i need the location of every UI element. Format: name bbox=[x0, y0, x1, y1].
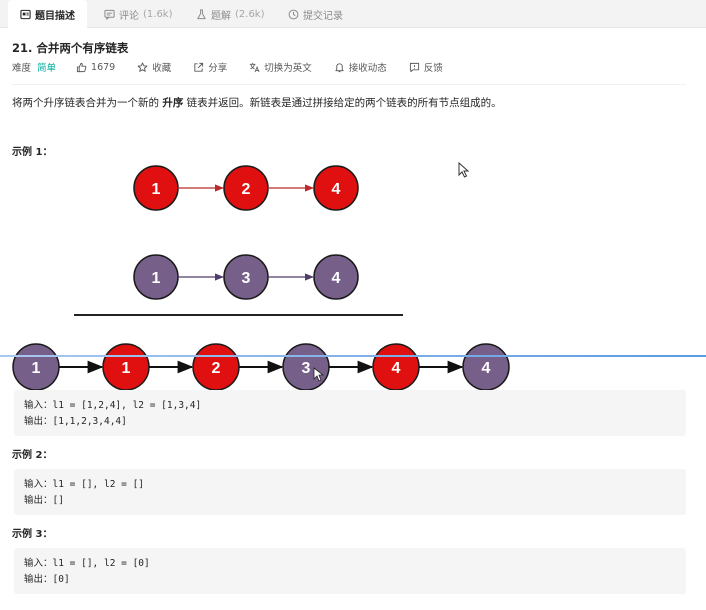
list2-node-2-circle bbox=[313, 254, 359, 300]
difficulty-label: 难度 bbox=[12, 63, 32, 74]
favorite-label: 收藏 bbox=[152, 63, 172, 74]
diagram-nodes: 1 2 4 1 3 4 1 1 2 3 4 4 bbox=[12, 165, 510, 391]
translate-icon bbox=[250, 62, 260, 72]
list2-node-1-label: 3 bbox=[242, 270, 251, 287]
header-divider bbox=[12, 84, 686, 85]
list1-node-2: 4 bbox=[313, 165, 359, 211]
list2-node-0-label: 1 bbox=[152, 270, 161, 287]
example-3-code: 输入：l1 = [], l2 = [0] 输出：[0] bbox=[14, 548, 686, 594]
tab-comments[interactable]: 评论 (1.6k) bbox=[104, 0, 173, 28]
thumbs-up-icon bbox=[76, 62, 87, 72]
problem-description: 将两个升序链表合并为一个新的 升序 链表并返回。新链表是通过拼接给定的两个链表的… bbox=[12, 95, 502, 110]
feedback-label: 反馈 bbox=[423, 63, 443, 74]
tab-submissions-label: 提交记录 bbox=[303, 10, 343, 22]
tab-solutions-count: (2.6k) bbox=[235, 8, 265, 20]
history-icon bbox=[288, 9, 299, 20]
merged-node-1-label: 1 bbox=[122, 360, 131, 377]
list1-node-0-label: 1 bbox=[152, 181, 161, 198]
merged-node-4: 4 bbox=[372, 343, 420, 391]
example-1-title: 示例 1： bbox=[12, 147, 53, 158]
merge-diagram: 1 2 4 1 3 4 1 1 2 3 4 4 bbox=[12, 165, 510, 391]
share-button[interactable]: 分享 bbox=[193, 60, 227, 74]
merged-node-3: 3 bbox=[282, 343, 330, 391]
flask-icon bbox=[196, 8, 207, 20]
merged-node-2-label: 2 bbox=[212, 360, 221, 377]
switch-language-button[interactable]: 切换为英文 bbox=[249, 60, 312, 74]
tab-description[interactable]: 题目描述 bbox=[8, 0, 87, 29]
like-button[interactable]: 1679 bbox=[76, 62, 115, 73]
list1-node-1-label: 2 bbox=[242, 181, 251, 198]
problem-meta: 难度 简单 1679 收藏 分享 切换为英文 接收动态 反馈 bbox=[12, 60, 465, 75]
example-2-code: 输入：l1 = [], l2 = [] 输出：[] bbox=[14, 469, 686, 515]
star-icon bbox=[137, 61, 148, 72]
merged-node-5-label: 4 bbox=[482, 360, 491, 377]
tab-comments-label: 评论 bbox=[119, 10, 139, 22]
tab-submissions[interactable]: 提交记录 bbox=[288, 0, 343, 28]
favorite-button[interactable]: 收藏 bbox=[137, 60, 171, 74]
example-3-output: 输出：[0] bbox=[24, 574, 70, 585]
example-2-output: 输出：[] bbox=[24, 495, 64, 506]
list2-node-1: 3 bbox=[223, 254, 269, 300]
tab-solutions[interactable]: 题解 (2.6k) bbox=[196, 0, 265, 28]
list2-node-2: 4 bbox=[313, 254, 359, 300]
list2-node-0: 1 bbox=[133, 254, 179, 300]
example-3-input: 输入：l1 = [], l2 = [0] bbox=[24, 558, 150, 569]
tab-comments-count: (1.6k) bbox=[143, 8, 173, 20]
feedback-button[interactable]: 反馈 bbox=[409, 60, 443, 74]
description-icon bbox=[20, 9, 31, 20]
example-2-input: 输入：l1 = [], l2 = [] bbox=[24, 479, 145, 490]
merged-node-3-label: 3 bbox=[302, 360, 311, 377]
merged-node-0: 1 bbox=[12, 343, 60, 391]
tab-solutions-label: 题解 bbox=[211, 10, 231, 22]
tab-bar: 题目描述 评论 (1.6k) 题解 (2.6k) 提交记录 bbox=[0, 0, 706, 29]
list1-node-0: 1 bbox=[133, 165, 179, 211]
blue-overlay-line bbox=[0, 355, 706, 357]
comment-icon bbox=[104, 9, 115, 20]
like-count: 1679 bbox=[91, 61, 116, 73]
list2-node-2-label: 4 bbox=[332, 270, 341, 287]
share-icon bbox=[194, 62, 204, 72]
difficulty-badge: 简单 bbox=[37, 63, 57, 74]
tab-description-label: 题目描述 bbox=[35, 11, 75, 22]
description-text-1: 将两个升序链表合并为一个新的 bbox=[12, 97, 163, 109]
example-1-code: 输入：l1 = [1,2,4], l2 = [1,3,4] 输出：[1,1,2,… bbox=[14, 390, 686, 436]
example-1-output: 输出：[1,1,2,3,4,4] bbox=[24, 416, 127, 427]
mouse-cursor-icon bbox=[458, 162, 470, 178]
merged-node-5: 4 bbox=[462, 343, 510, 391]
switch-language-label: 切换为英文 bbox=[264, 63, 312, 74]
feedback-icon bbox=[409, 62, 419, 72]
share-label: 分享 bbox=[208, 63, 228, 74]
list1-node-1: 2 bbox=[223, 165, 269, 211]
list1-node-2-circle bbox=[313, 165, 359, 211]
mouse-cursor-icon-2 bbox=[313, 367, 325, 382]
subscribe-label: 接收动态 bbox=[348, 63, 387, 74]
description-text-2: 链表并返回。新链表是通过拼接给定的两个链表的所有节点组成的。 bbox=[183, 97, 502, 109]
subscribe-button[interactable]: 接收动态 bbox=[334, 60, 387, 74]
problem-title: 21. 合并两个有序链表 bbox=[12, 41, 129, 55]
example-2-title: 示例 2： bbox=[12, 450, 53, 461]
description-emphasis: 升序 bbox=[162, 97, 184, 109]
example-3-title: 示例 3： bbox=[12, 529, 53, 540]
list1-node-2-label: 4 bbox=[332, 181, 341, 198]
example-1-input: 输入：l1 = [1,2,4], l2 = [1,3,4] bbox=[24, 400, 202, 411]
merged-node-1: 1 bbox=[102, 343, 150, 391]
merged-node-4-label: 4 bbox=[392, 360, 401, 377]
merged-node-0-label: 1 bbox=[32, 360, 41, 377]
bell-icon bbox=[335, 62, 344, 72]
merged-node-2: 2 bbox=[192, 343, 240, 391]
